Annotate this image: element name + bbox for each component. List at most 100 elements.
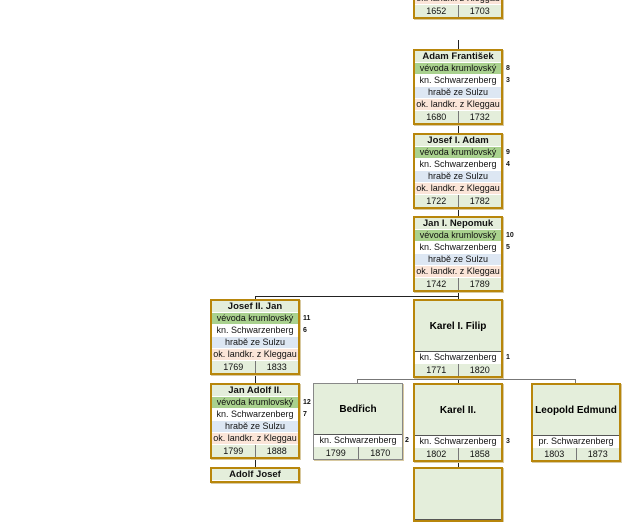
death-year: 1858 <box>469 449 490 459</box>
title-text: ok. landkr. z Kleggau <box>416 183 500 193</box>
person-name: Josef I. Adam <box>415 135 501 147</box>
life-years: 1799 1888 <box>212 445 298 457</box>
title-ordinal: 3 <box>506 438 510 445</box>
death-year: 1703 <box>469 6 490 16</box>
title-text: vévoda krumlovský <box>216 313 294 323</box>
connector <box>357 379 575 380</box>
title-row-prince: pr. Schwarzenberg <box>533 436 619 448</box>
title-row-duke: vévoda krumlovský 10 <box>415 230 514 242</box>
title-row-count: hrabě ze Sulzu <box>415 87 501 99</box>
connector <box>458 208 459 216</box>
title-text: kn. Schwarzenberg <box>419 436 497 446</box>
connector <box>255 296 256 299</box>
title-text: hrabě ze Sulzu <box>224 421 286 431</box>
person-name: Karel II. <box>415 385 501 436</box>
title-text: ok. landkr. z Kleggau <box>416 0 500 3</box>
title-row-land: ok. landkr. z Kleggau <box>212 349 298 361</box>
title-text: vévoda krumlovský <box>216 397 294 407</box>
title-row-count: hrabě ze Sulzu <box>212 421 298 433</box>
death-year: 1820 <box>469 365 490 375</box>
connector <box>458 40 459 49</box>
death-year: 1888 <box>266 446 287 456</box>
title-row-land: ok. landkr. z Kleggau <box>415 266 501 278</box>
person-name: Bedřich <box>314 384 402 435</box>
birth-year: 1769 <box>212 361 256 373</box>
title-text: hrabě ze Sulzu <box>427 254 489 264</box>
death-year: 1732 <box>469 112 490 122</box>
person-box[interactable]: Adolf Josef <box>210 467 300 483</box>
person-name: Adam František <box>415 51 501 63</box>
death-year: 1870 <box>370 448 391 458</box>
title-ordinal: 11 <box>303 315 311 322</box>
connector <box>255 296 459 297</box>
title-row-prince: kn. Schwarzenberg 3 <box>415 436 510 448</box>
life-years: 1722 1782 <box>415 195 501 207</box>
title-ordinal: 6 <box>303 327 307 334</box>
title-row-prince: kn. Schwarzenberg 7 <box>212 409 307 421</box>
title-text: kn. Schwarzenberg <box>419 242 497 252</box>
title-text: kn. Schwarzenberg <box>419 352 497 362</box>
person-name: Adolf Josef <box>212 469 298 481</box>
title-row-count: hrabě ze Sulzu <box>415 171 501 183</box>
birth-year: 1799 <box>314 447 359 459</box>
title-row-land: ok. landkr. z Kleggau <box>415 183 501 195</box>
birth-year: 1771 <box>415 364 459 376</box>
title-text: ok. landkr. z Kleggau <box>213 349 297 359</box>
connector <box>458 124 459 133</box>
title-row-count: hrabě ze Sulzu <box>415 254 501 266</box>
title-ordinal: 10 <box>506 232 514 239</box>
person-box[interactable] <box>413 467 503 522</box>
person-name: Jan Adolf II. <box>212 385 298 397</box>
life-years: 1799 1870 <box>314 447 402 459</box>
title-text: ok. landkr. z Kleggau <box>213 433 297 443</box>
title-text: ok. landkr. z Kleggau <box>416 266 500 276</box>
title-row-land: ok. landkr. z Kleggau <box>212 433 298 445</box>
birth-year: 1742 <box>415 278 459 290</box>
connector <box>458 459 459 467</box>
title-ordinal: 8 <box>506 65 510 72</box>
title-text: hrabě ze Sulzu <box>427 171 489 181</box>
birth-year: 1722 <box>415 195 459 207</box>
title-text: kn. Schwarzenberg <box>319 435 397 445</box>
person-name <box>415 469 501 520</box>
title-ordinal: 5 <box>506 244 510 251</box>
title-text: kn. Schwarzenberg <box>419 159 497 169</box>
title-text: hrabě ze Sulzu <box>224 337 286 347</box>
death-year: 1782 <box>469 196 490 206</box>
connector <box>575 379 576 383</box>
life-years: 1771 1820 <box>415 364 501 376</box>
birth-year: 1799 <box>212 445 256 457</box>
title-row-duke: vévoda krumlovský 11 <box>212 313 310 325</box>
connector <box>357 379 358 383</box>
title-text: kn. Schwarzenberg <box>216 409 294 419</box>
title-text: vévoda krumlovský <box>419 230 497 240</box>
title-ordinal: 7 <box>303 411 307 418</box>
title-ordinal: 3 <box>506 77 510 84</box>
death-year: 1873 <box>587 449 608 459</box>
person-name: Jan I. Nepomuk <box>415 218 501 230</box>
person-name: Josef II. Jan <box>212 301 298 313</box>
connector <box>255 375 256 383</box>
title-text: vévoda krumlovský <box>419 147 497 157</box>
